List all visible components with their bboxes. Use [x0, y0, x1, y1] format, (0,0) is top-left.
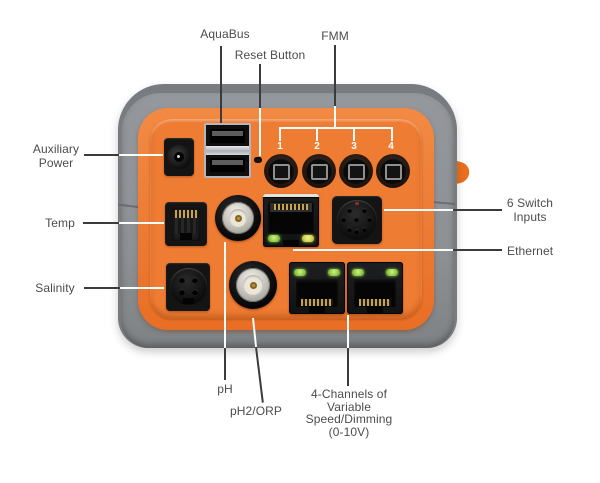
aquabus-usb-divider	[206, 146, 249, 155]
temp-port	[165, 202, 207, 246]
aquabus-label: AquaBus	[200, 27, 250, 41]
switch-inputs-callout-line-dark	[453, 209, 502, 211]
fmm-bracket-stub-1	[279, 127, 281, 141]
variable-channels-callout-line-light	[347, 315, 349, 348]
variable-speed-port-1	[289, 262, 345, 314]
ph-label: pH	[217, 382, 233, 396]
aquabus-usb-bottom-tongue	[212, 160, 243, 165]
salinity-din-circle	[170, 268, 207, 305]
fmm-port-2	[302, 154, 336, 188]
aquabus-callout-line	[220, 46, 222, 123]
temp-callout-line-dark	[83, 222, 119, 224]
aquabus-usb-ports	[204, 123, 251, 178]
reset-button-pinhole	[254, 157, 262, 163]
fmm-port-4	[376, 154, 410, 188]
salinity-label: Salinity	[35, 281, 75, 295]
fmm-bracket-stub-3	[353, 127, 355, 141]
ph2-orp-label: pH2/ORP	[229, 404, 283, 418]
ph2-orp-bnc-port	[229, 261, 277, 309]
auxiliary-power-pin-glint	[177, 155, 180, 158]
ethernet-port	[263, 194, 319, 247]
switch-inputs-callout-line-light	[384, 209, 453, 211]
reset-callout-line-dark	[259, 64, 261, 108]
salinity-callout-line-light	[120, 287, 164, 289]
fmm-bracket-stub-4	[391, 127, 393, 141]
variable-speed-port-2-led-left	[352, 269, 364, 276]
aux-power-callout-line-light	[119, 154, 163, 156]
switch-inputs-din-circle	[337, 200, 377, 240]
switch-inputs-port	[332, 196, 382, 244]
temp-callout-line-light	[119, 222, 164, 224]
variable-channels-callout-line-dark	[347, 348, 349, 386]
fmm-callout-line-dark	[334, 45, 336, 106]
fmm-port-number-3: 3	[351, 141, 357, 152]
variable-speed-port-1-led-left	[294, 269, 306, 276]
fmm-port-number-4: 4	[388, 141, 394, 152]
ethernet-led-left	[268, 235, 280, 242]
salinity-callout-line-dark	[84, 287, 120, 289]
ethernet-label: Ethernet	[507, 244, 554, 258]
fmm-port-number-1: 1	[277, 141, 283, 152]
switch-inputs-label: 6 Switch Inputs	[506, 196, 554, 224]
aux-power-callout-line-dark	[84, 154, 119, 156]
fmm-bracket	[279, 127, 393, 129]
fmm-port-1	[264, 154, 298, 188]
ethernet-callout-line-light	[293, 249, 453, 251]
ph-bnc-port	[215, 195, 261, 241]
auxiliary-power-barrel	[167, 145, 191, 169]
auxiliary-power-port	[164, 138, 194, 176]
din-key-marker	[355, 202, 359, 205]
variable-speed-port-1-led-right	[328, 269, 340, 276]
salinity-port	[166, 263, 210, 311]
aquabus-usb-bottom-opening	[210, 158, 245, 172]
reset-callout-line-light	[259, 108, 261, 156]
variable-speed-port-2	[347, 262, 403, 314]
ethernet-callout-line-dark	[453, 249, 502, 251]
reset-button-label: Reset Button	[234, 48, 306, 62]
fmm-port-3	[339, 154, 373, 188]
aquabus-usb-top-opening	[210, 129, 245, 143]
ethernet-led-right	[302, 235, 314, 242]
auxiliary-power-label: Auxiliary Power	[32, 142, 80, 170]
temp-jack-opening	[172, 208, 200, 241]
fmm-bracket-stub-2	[316, 127, 318, 141]
fmm-callout-line-light	[334, 106, 336, 129]
variable-speed-port-2-led-right	[386, 269, 398, 276]
fmm-label: FMM	[321, 29, 349, 43]
fmm-port-number-2: 2	[314, 141, 320, 152]
temp-label: Temp	[45, 216, 75, 230]
ph-callout-line-dark	[224, 348, 226, 380]
ph2-orp-callout-line-dark	[255, 346, 264, 403]
variable-channels-label: 4-Channels of Variable Speed/Dimming (0-…	[305, 387, 393, 439]
ph-callout-line-light	[224, 242, 226, 348]
aquabus-usb-top-tongue	[212, 131, 243, 136]
